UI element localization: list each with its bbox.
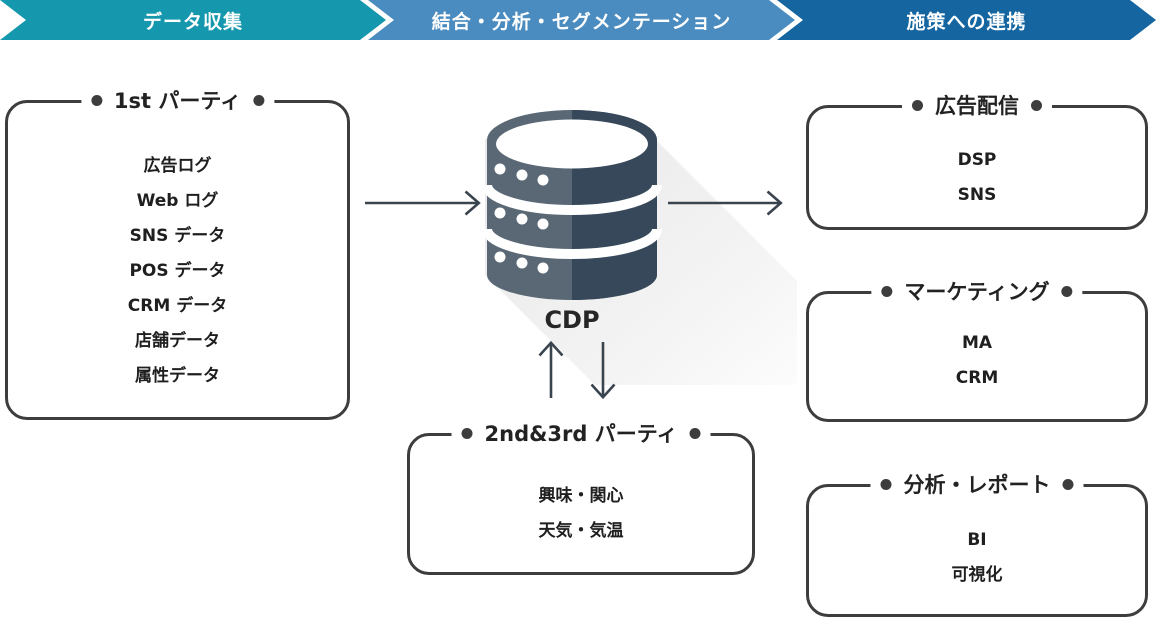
title-dot-icon: [253, 94, 265, 106]
first-party-items: 広告ログ Web ログ SNS データ POS データ CRM データ 店舗デー…: [8, 149, 347, 394]
marketing-box: マーケティング MA CRM: [806, 276, 1148, 422]
title-dot-icon: [912, 99, 923, 111]
title-dot-icon: [1062, 478, 1074, 490]
analytics-report-title-text: 分析・レポート: [903, 473, 1051, 497]
list-item: 属性データ: [135, 366, 220, 386]
title-dot-icon: [461, 427, 473, 439]
list-item: SNS データ: [129, 226, 226, 246]
list-item: SNS: [957, 185, 997, 205]
cdp-database-icon: [482, 110, 797, 385]
arrowhead-down-icon: [590, 383, 616, 400]
first-party-title-text: 1st パーティ: [113, 89, 242, 113]
first-party-box-title: 1st パーティ: [80, 85, 275, 115]
second-third-party-box: 2nd&3rd パーティ 興味・関心 天気・気温: [407, 418, 755, 575]
title-dot-icon: [1031, 99, 1042, 111]
step-banner-label: データ収集: [142, 10, 243, 33]
list-item: CRM データ: [127, 296, 228, 316]
cdp-label: CDP: [544, 306, 600, 334]
first-party-box: 1st パーティ 広告ログ Web ログ SNS データ POS データ CRM…: [5, 85, 350, 420]
marketing-items: MA CRM: [809, 326, 1145, 396]
second-third-party-title-text: 2nd&3rd パーティ: [484, 422, 678, 446]
marketing-box-title: マーケティング: [871, 276, 1083, 306]
analytics-report-box: 分析・レポート BI 可視化: [806, 469, 1148, 617]
list-item: POS データ: [129, 261, 226, 281]
second-third-party-items: 興味・関心 天気・気温: [410, 479, 752, 549]
list-item: 天気・気温: [538, 521, 624, 541]
list-item: Web ログ: [136, 191, 219, 211]
step-banner-label: 施策への連携: [906, 10, 1027, 33]
list-item: MA: [961, 333, 993, 353]
ad-delivery-items: DSP SNS: [809, 143, 1145, 213]
title-dot-icon: [90, 94, 102, 106]
ad-delivery-box-title: 広告配信: [902, 90, 1052, 120]
title-dot-icon: [880, 478, 892, 490]
step-banner-data-collection: データ収集: [0, 0, 386, 40]
ad-delivery-box: 広告配信 DSP SNS: [806, 90, 1148, 230]
analytics-report-box-title: 分析・レポート: [870, 469, 1084, 499]
list-item: CRM: [955, 368, 999, 388]
second-third-party-box-title: 2nd&3rd パーティ: [451, 418, 711, 448]
list-item: 広告ログ: [143, 156, 212, 176]
step-banner-activation: 施策への連携: [777, 0, 1156, 40]
list-item: 興味・関心: [538, 486, 624, 506]
list-item: BI: [967, 530, 987, 550]
ad-delivery-title-text: 広告配信: [935, 94, 1019, 118]
list-item: 可視化: [951, 565, 1003, 585]
list-item: DSP: [957, 150, 997, 170]
step-banner-analysis-segmentation: 結合・分析・セグメンテーション: [368, 0, 795, 40]
title-dot-icon: [1061, 285, 1073, 297]
title-dot-icon: [689, 427, 701, 439]
analytics-report-items: BI 可視化: [809, 523, 1145, 593]
marketing-title-text: マーケティング: [904, 280, 1050, 304]
list-item: 店舗データ: [135, 331, 220, 351]
step-banner-label: 結合・分析・セグメンテーション: [431, 10, 732, 33]
title-dot-icon: [881, 285, 893, 297]
